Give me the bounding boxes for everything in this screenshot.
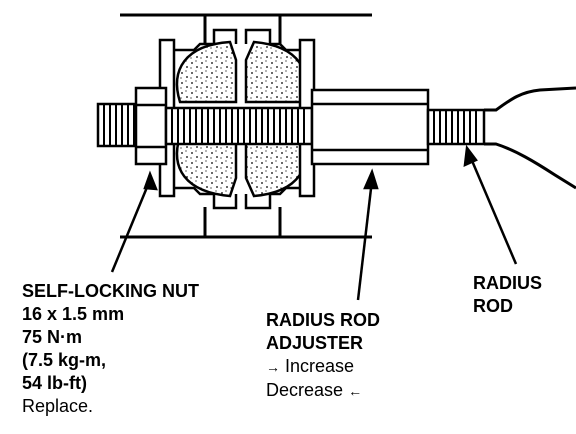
nut-title: SELF-LOCKING NUT [22,281,199,301]
rod-line1: RADIUS [473,273,543,293]
self-locking-nut-label: SELF-LOCKING NUT 16 x 1.5 mm 75 N·m (7.5… [22,280,199,418]
radius-rod [484,86,576,190]
increase-arrow-icon: → [266,359,280,375]
increase-text: Increase [285,356,355,376]
adjuster-line2: ADJUSTER [266,333,364,353]
decrease-arrow-icon: ← [348,383,363,399]
frame-mount [120,13,372,239]
nut-note: Replace. [22,396,94,416]
threaded-bolt-end [96,102,140,148]
adjuster-line1: RADIUS ROD [266,310,381,330]
threaded-shaft [164,106,314,146]
increase-row: → Increase [266,355,380,379]
nut-torque-kgm: (7.5 kg-m, [22,350,107,370]
decrease-row: Decrease ← [266,379,380,403]
radius-rod-adjuster-label: RADIUS ROD ADJUSTER → Increase Decrease … [266,309,380,403]
radius-rod-adjuster [310,88,430,166]
radius-rod-label: RADIUS ROD [473,272,542,318]
decrease-text: Decrease [266,380,344,400]
nut-size: 16 x 1.5 mm [22,304,125,324]
self-locking-nut [134,86,168,166]
rod-line2: ROD [473,296,513,316]
rod-threads [426,108,486,146]
nut-torque: 75 N·m [22,327,83,347]
nut-torque-lbft: 54 lb-ft) [22,373,87,393]
leader-arrows [110,144,518,301]
